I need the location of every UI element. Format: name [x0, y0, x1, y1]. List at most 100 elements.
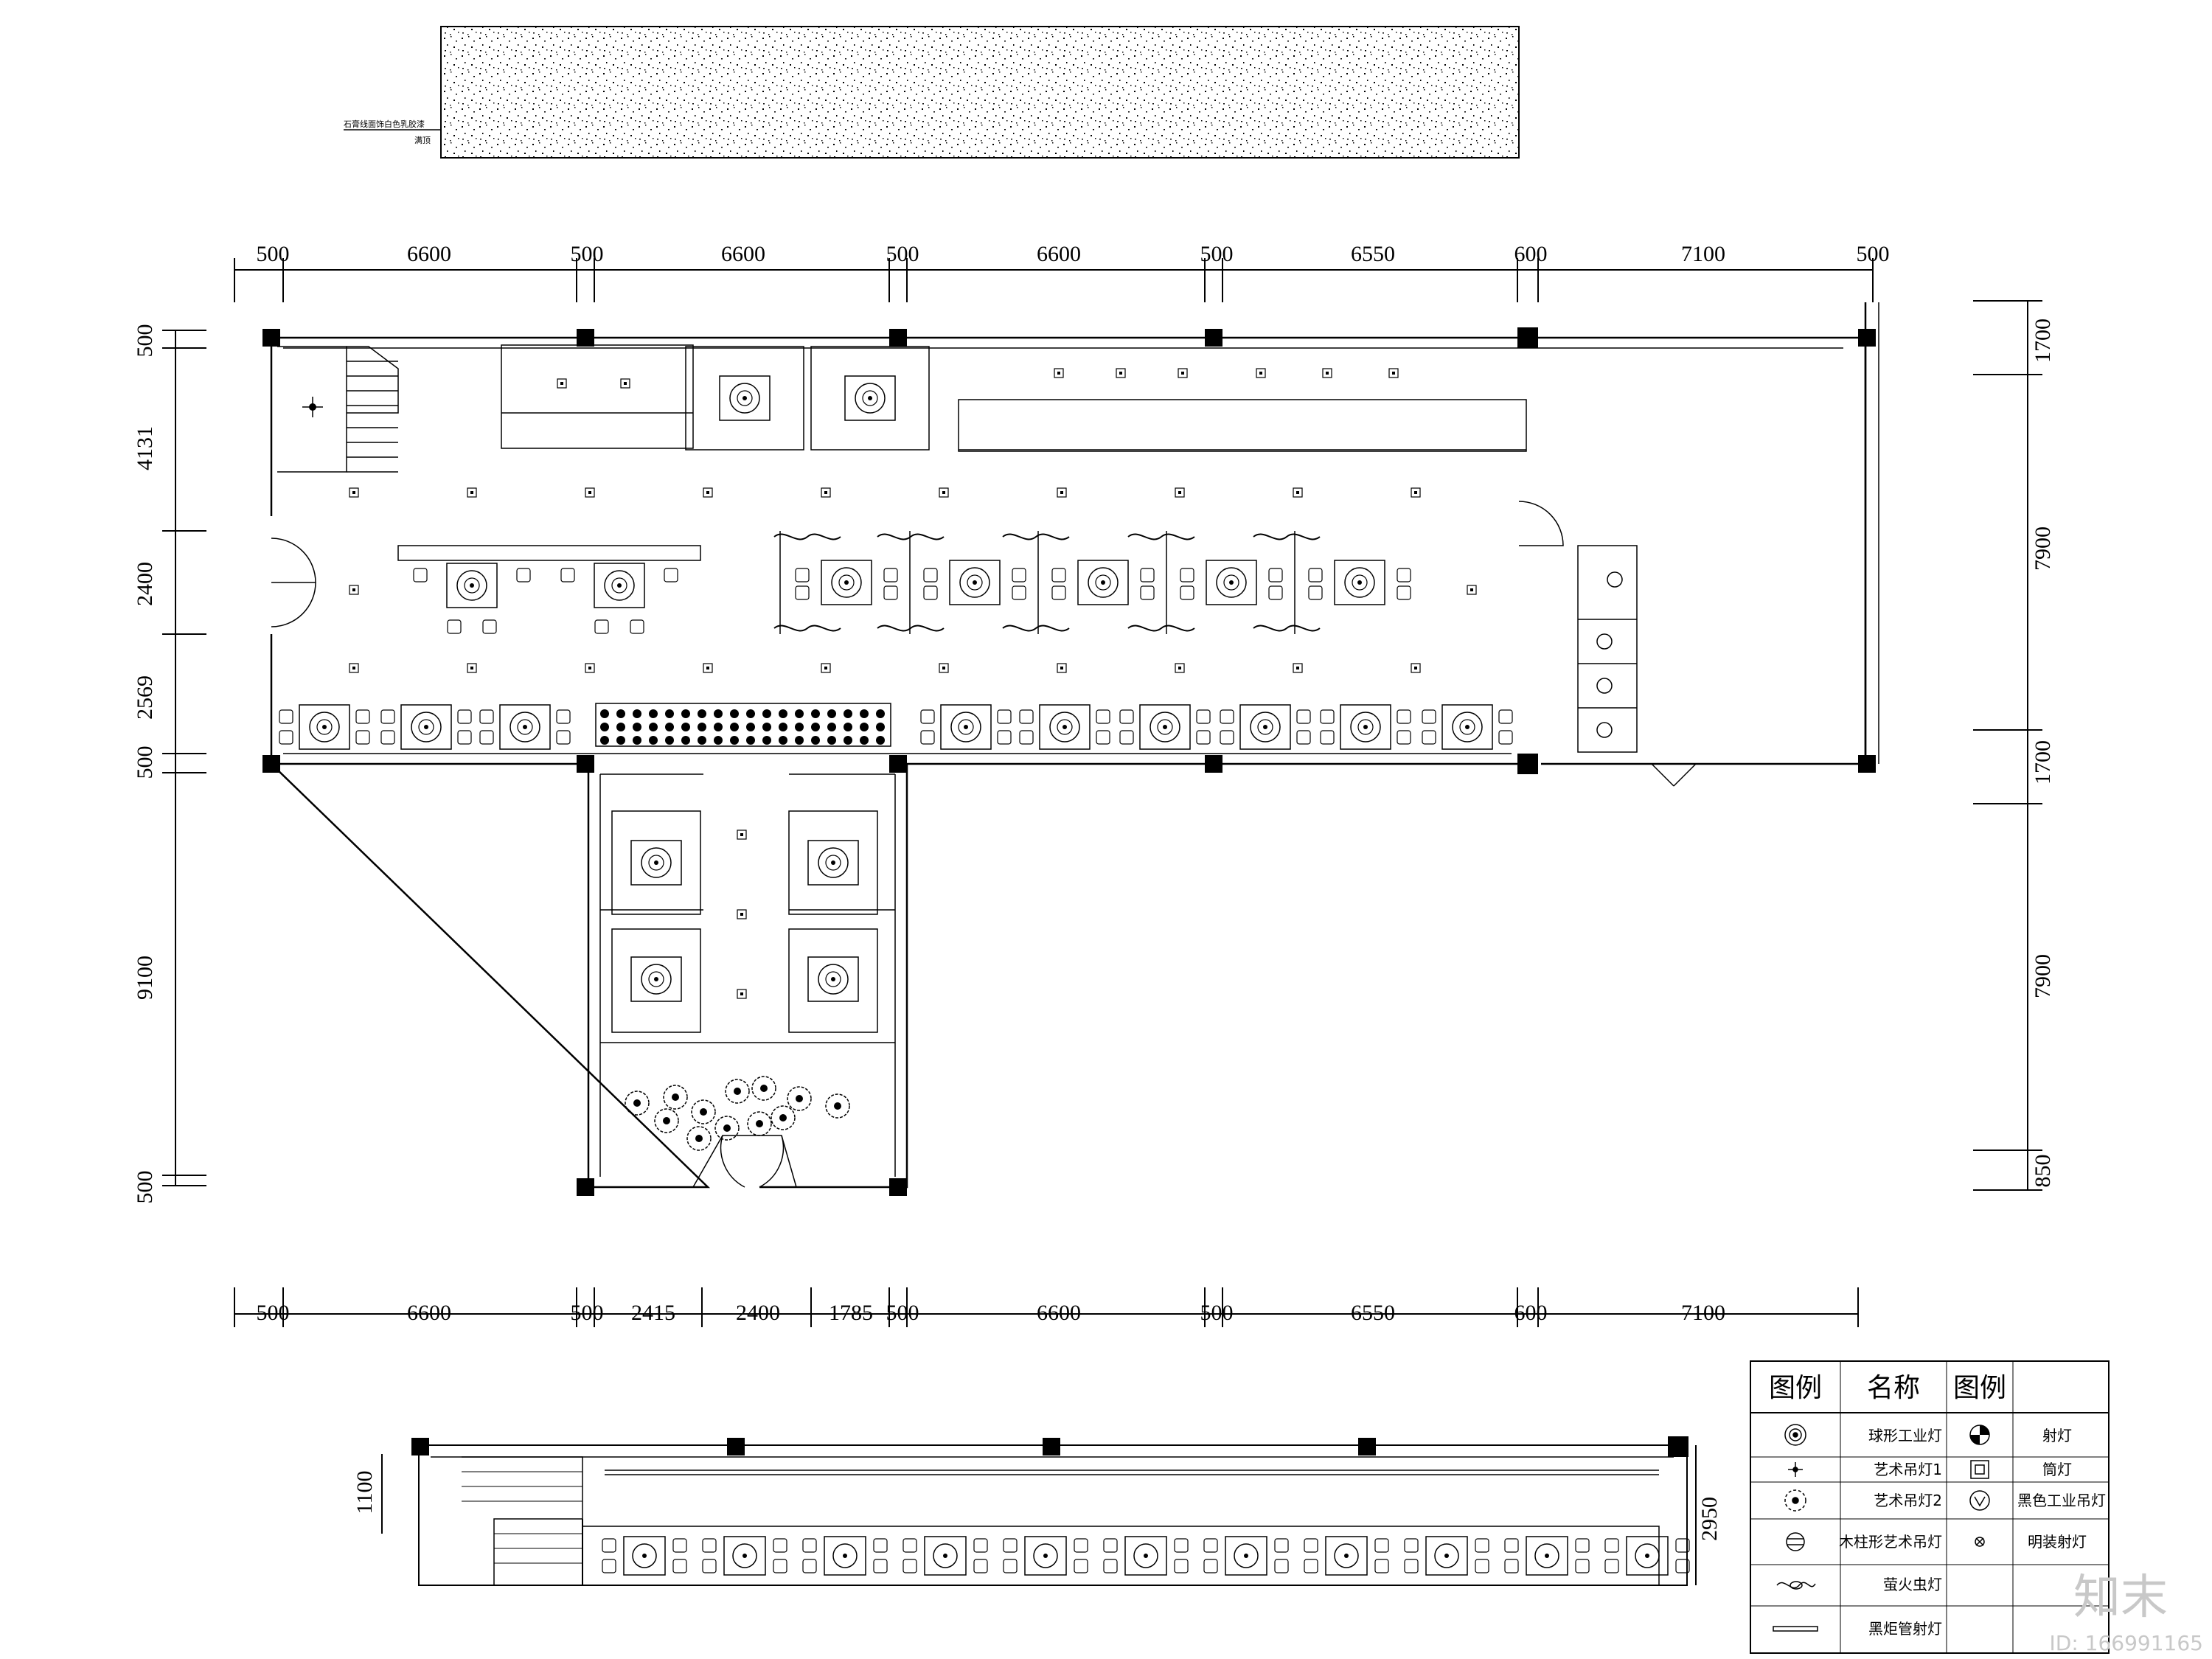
chair: [902, 1559, 917, 1573]
art-pendant-2-center: [756, 1120, 763, 1127]
lamp-center: [1144, 1554, 1148, 1558]
chair: [457, 709, 472, 724]
downlight-dot: [706, 491, 709, 494]
chair: [1103, 1559, 1118, 1573]
downlight-icon: [1293, 487, 1303, 498]
chair: [883, 585, 898, 600]
dining-table: [1526, 1536, 1568, 1576]
chair: [1304, 1559, 1318, 1573]
downlight-dot: [560, 382, 563, 385]
lamp-center: [470, 583, 474, 588]
chair: [1575, 1559, 1590, 1573]
dim-left-6: 9100: [133, 956, 157, 1000]
downlight-dot: [1392, 372, 1395, 375]
legend-name-1: 球形工业灯: [1868, 1427, 1942, 1444]
dim-top-4: 6600: [721, 242, 765, 266]
firefly-lamp-icon: [1127, 625, 1195, 632]
downlight-icon: [616, 736, 625, 745]
downlight-icon: [649, 723, 658, 731]
chair: [1675, 1538, 1690, 1553]
top-dimensions: 500 6600 500 6600 500 6600 500 6550 600 …: [257, 242, 1890, 266]
firefly-lamp-icon: [1002, 625, 1070, 632]
dining-table: [594, 563, 645, 608]
downlight-dot: [470, 491, 473, 494]
art-pendant-2-icon: [771, 1105, 796, 1130]
lamp-ring: [1157, 719, 1173, 735]
main-floor-outline: [268, 302, 1879, 1189]
downlight-icon: [585, 663, 595, 673]
dim-top-6: 6600: [1037, 242, 1081, 266]
art-pendant-2-icon: [725, 1079, 750, 1104]
chair: [1180, 568, 1194, 582]
downlight-dot: [352, 588, 355, 591]
chair: [1074, 1559, 1088, 1573]
art-pendant-2-icon: [1784, 1489, 1806, 1512]
firefly-lamp-icon: [877, 625, 945, 632]
dimension-lines: [175, 269, 2028, 1315]
dining-table: [299, 704, 350, 750]
downlight-dot: [1178, 667, 1181, 669]
lamp-ring: [958, 719, 974, 735]
downlight-dot: [624, 382, 627, 385]
ball-industrial-lamp-icon: [1635, 1543, 1660, 1568]
downlight-icon: [811, 723, 820, 731]
mezzanine-fixtures: [602, 1536, 1690, 1576]
dim-bottom-11: 600: [1514, 1301, 1548, 1325]
lamp-center: [844, 580, 849, 585]
toilet: [1607, 571, 1623, 588]
chair: [920, 730, 935, 745]
art-pendant-2-icon: [654, 1108, 679, 1133]
chair: [802, 1559, 817, 1573]
mezzanine-plan: [381, 1444, 1697, 1586]
dim-top-11: 500: [1857, 242, 1890, 266]
legend-header-icon: 图例: [1769, 1373, 1822, 1403]
dim-top-3: 500: [571, 242, 604, 266]
chair: [1274, 1559, 1289, 1573]
ball-industrial-lamp-icon: [732, 1543, 757, 1568]
art-pendant-2-center: [796, 1095, 803, 1102]
legend-table: 图例 名称 图例 球形工业灯 艺术吊灯1 艺术吊灯2 木柱形艺术吊灯 萤火虫灯 …: [1750, 1360, 2110, 1654]
firefly-lamp-icon: [1776, 1581, 1816, 1590]
downlight-dot: [1414, 491, 1417, 494]
downlight-dot: [740, 833, 743, 836]
downlight-icon: [1175, 487, 1185, 498]
chair: [355, 709, 370, 724]
lamp-center: [1363, 725, 1368, 729]
legend-header-name: 名称: [1867, 1373, 1920, 1403]
downlight-icon: [746, 709, 755, 718]
chair: [802, 1538, 817, 1553]
ball-industrial-lamp-icon: [959, 567, 990, 598]
chair: [923, 568, 938, 582]
chair: [1296, 709, 1311, 724]
lamp-center: [322, 725, 327, 729]
downlight-icon: [821, 487, 831, 498]
chair: [556, 709, 571, 724]
lamp-center: [1545, 1554, 1549, 1558]
chair: [1180, 585, 1194, 600]
downlight-dot: [1296, 667, 1299, 669]
firefly-lamp-icon: [773, 625, 841, 632]
lamp-center: [964, 725, 968, 729]
downlight-icon: [698, 723, 706, 731]
chair: [1220, 730, 1234, 745]
downlight-icon: [714, 709, 723, 718]
downlight-icon: [665, 736, 674, 745]
downlight-dot: [706, 667, 709, 669]
lamp-ring: [1095, 574, 1111, 591]
downlight-dot: [1060, 667, 1063, 669]
chair: [1422, 730, 1436, 745]
dining-table: [1626, 1536, 1669, 1576]
dining-table: [719, 375, 771, 421]
lamp-ring: [1257, 719, 1273, 735]
ball-industrial-lamp-icon: [1049, 712, 1080, 742]
chair: [380, 730, 395, 745]
dim-right-3: 1700: [2031, 740, 2055, 785]
downlight-icon: [939, 663, 949, 673]
legend-name-2: 艺术吊灯1: [1874, 1461, 1942, 1478]
dim-bottom-8: 6600: [1037, 1301, 1081, 1325]
downlight-icon: [649, 709, 658, 718]
art-pendant-2-icon: [686, 1126, 712, 1151]
chair: [1397, 730, 1411, 745]
legend-name-r2: 筒灯: [2042, 1461, 2072, 1478]
chair: [1274, 1538, 1289, 1553]
